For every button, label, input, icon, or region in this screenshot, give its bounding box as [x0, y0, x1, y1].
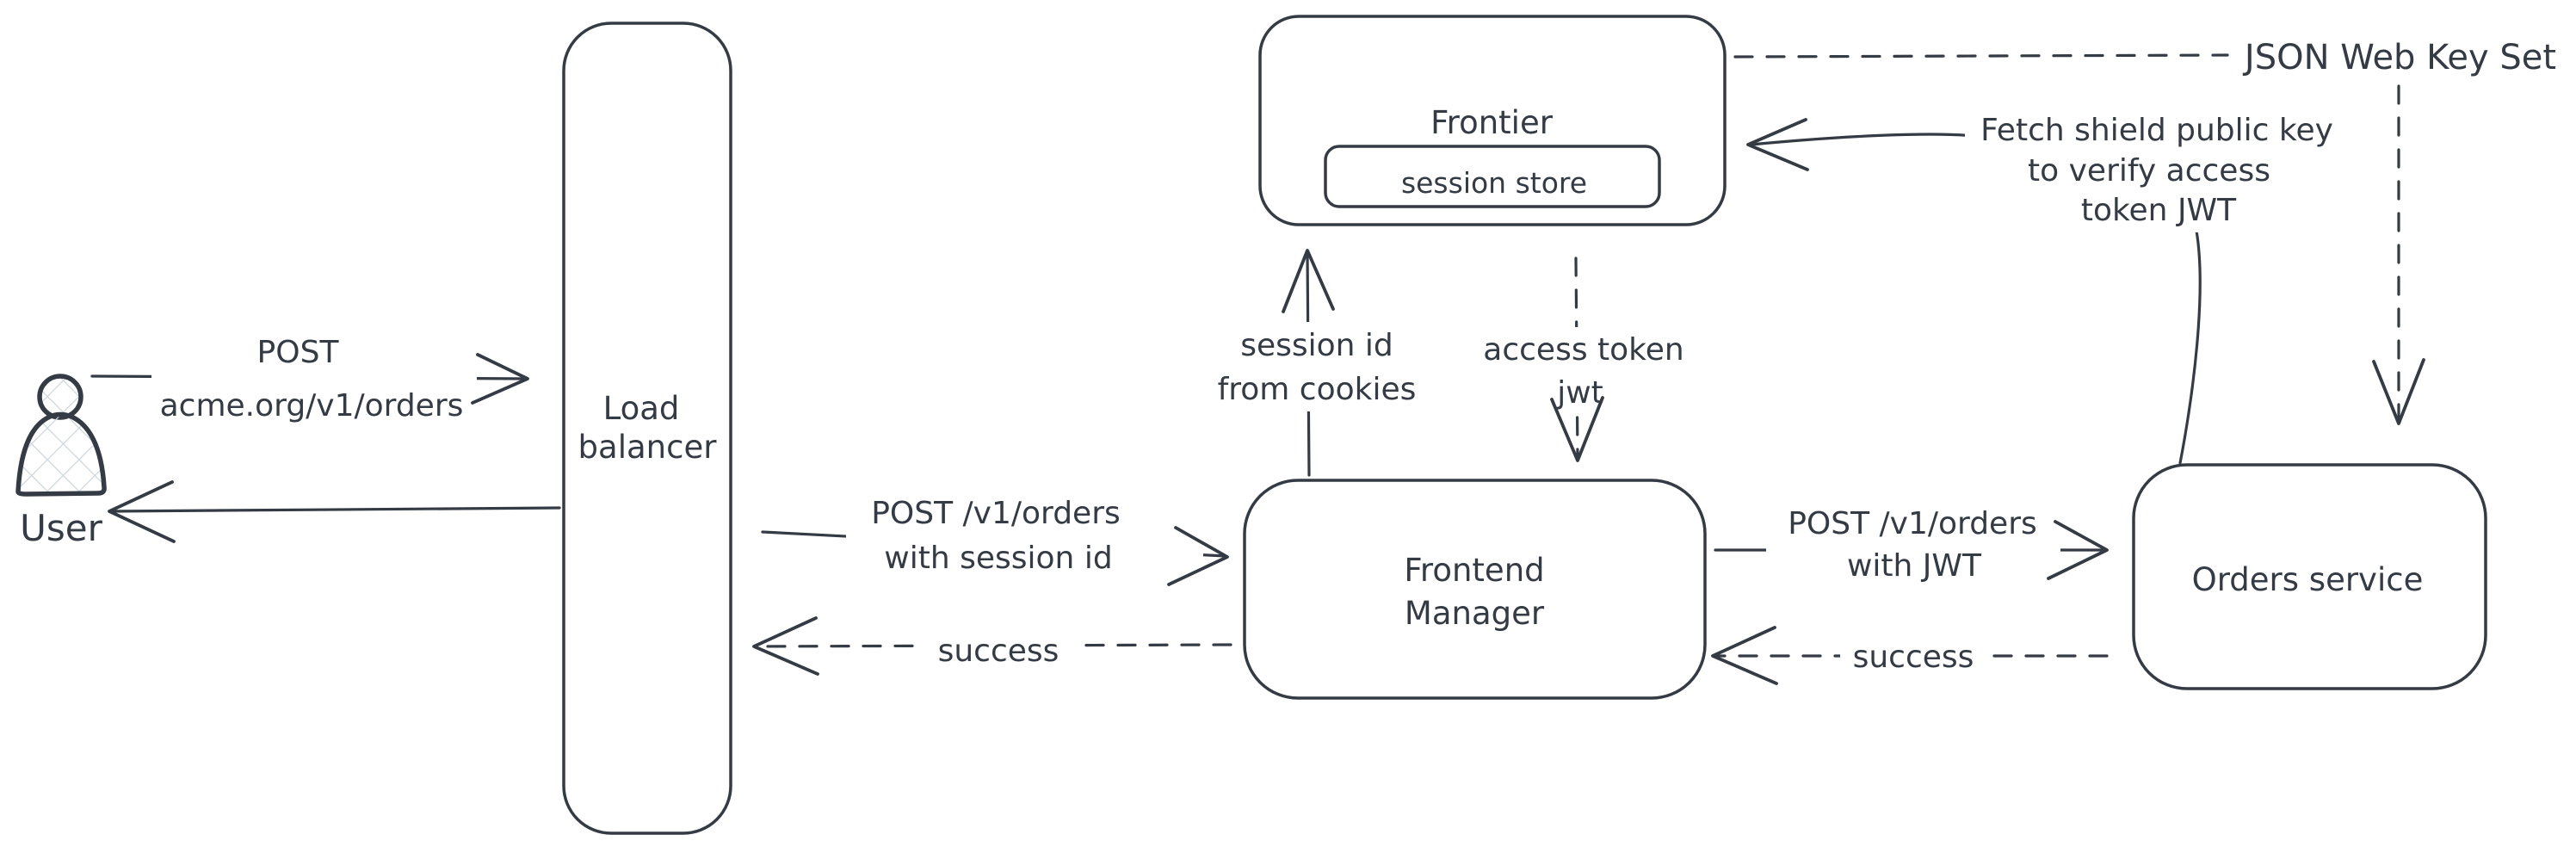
- edge-label-line: to verify access: [2028, 153, 2270, 189]
- edge-label-line: session id: [1240, 328, 1393, 363]
- load-balancer-label: Load: [603, 390, 680, 427]
- arrow-frontier-to-jwks[interactable]: [1733, 53, 2229, 59]
- arrowhead[interactable]: [1550, 396, 1604, 462]
- session-store-label: session store: [1401, 166, 1587, 200]
- edge-label-line: acme.org/v1/orders: [160, 388, 464, 424]
- label-mask: [1459, 327, 1708, 413]
- arrowhead[interactable]: [2047, 520, 2109, 580]
- label-mask: [151, 332, 477, 422]
- orders-service-node: Orders service: [2132, 463, 2487, 690]
- arrowhead[interactable]: [108, 480, 176, 543]
- fetch-key-label: Fetch shield public key to verify access…: [1980, 113, 2333, 228]
- edge-label-line: POST /v1/orders: [1788, 506, 2037, 541]
- frontend-manager-box[interactable]: [1243, 479, 1707, 700]
- label-mask: [1195, 322, 1444, 411]
- edge-labels: POST acme.org/v1/orders POST /v1/orders …: [160, 38, 2556, 675]
- user-node: User: [15, 374, 107, 549]
- frontier-label: Frontier: [1430, 104, 1554, 141]
- edge-label-line: Fetch shield public key: [1980, 113, 2333, 148]
- frontend-manager-label: Manager: [1405, 595, 1545, 632]
- user-icon[interactable]: [37, 374, 83, 420]
- jwks-label: JSON Web Key Set: [2242, 38, 2556, 77]
- load-balancer-box[interactable]: [562, 22, 732, 835]
- session-id-label: session id from cookies: [1218, 328, 1417, 407]
- edge-label-line: jwt: [1556, 375, 1603, 411]
- frontend-manager-node: Frontend Manager: [1243, 479, 1707, 700]
- edge-label-line: from cookies: [1218, 372, 1417, 407]
- label-mask: [1965, 102, 2359, 232]
- orders-service-box[interactable]: [2132, 463, 2487, 690]
- load-balancer-node: Load balancer: [562, 22, 732, 835]
- orders-service-label: Orders service: [2192, 561, 2424, 598]
- frontend-manager-label: Frontend: [1404, 552, 1544, 589]
- lb-to-fm-label: POST /v1/orders with session id: [871, 496, 1121, 576]
- user-icon-body[interactable]: [15, 411, 107, 497]
- edge-label-line: POST /v1/orders: [871, 496, 1121, 531]
- user-to-lb-label: POST acme.org/v1/orders: [160, 335, 464, 424]
- arrowheads: [108, 118, 2425, 685]
- label-mask: [1840, 634, 1991, 679]
- arrowhead[interactable]: [1282, 249, 1335, 313]
- label-mask: [1766, 499, 2060, 585]
- edge-label-line: with session id: [884, 541, 1112, 576]
- edge-label-line: access token: [1483, 332, 1683, 368]
- arrowhead[interactable]: [1167, 526, 1229, 586]
- arrowhead[interactable]: [2372, 358, 2425, 425]
- fm-to-orders-label: POST /v1/orders with JWT: [1788, 506, 2037, 584]
- edge-label-line: POST: [257, 335, 340, 370]
- session-store-box[interactable]: [1324, 145, 1661, 208]
- access-token-label: access token jwt: [1483, 332, 1683, 411]
- label-mask: [917, 628, 1084, 676]
- edge-label-line: with JWT: [1847, 548, 1982, 584]
- label-masks: [151, 102, 2359, 679]
- edge-label-line: token JWT: [2081, 193, 2237, 228]
- arrowhead[interactable]: [1746, 118, 1809, 171]
- label-mask: [846, 491, 1203, 578]
- arrowhead[interactable]: [752, 616, 819, 676]
- frontier-node: Frontier session store: [1258, 15, 1727, 226]
- arrowhead[interactable]: [1711, 626, 1778, 685]
- arrow-lb-to-user[interactable]: [108, 506, 561, 513]
- user-node-label: User: [20, 507, 102, 549]
- arrowhead[interactable]: [471, 353, 529, 405]
- fm-to-lb-success-label: success: [938, 634, 1059, 669]
- load-balancer-label: balancer: [578, 429, 718, 466]
- orders-to-fm-success-label: success: [1853, 640, 1974, 675]
